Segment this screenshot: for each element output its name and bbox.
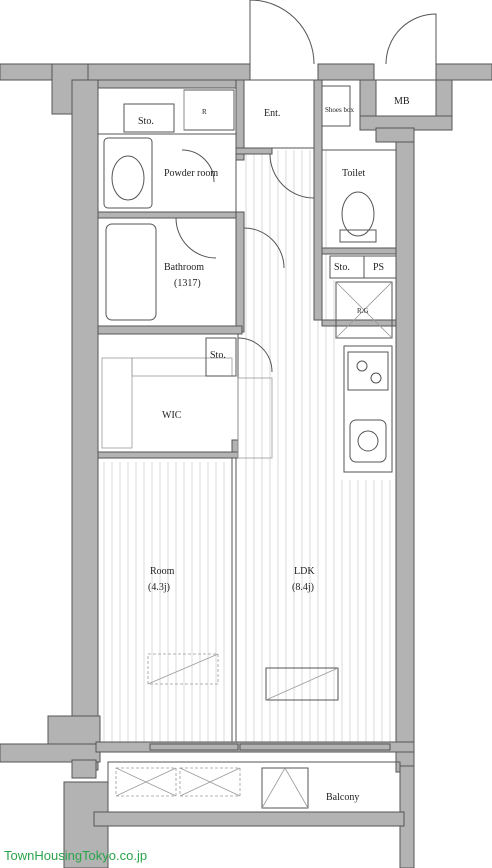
toilet-tank: [339, 229, 377, 243]
label-ps: PS: [373, 262, 384, 273]
label-toilet: Toilet: [342, 168, 365, 179]
ac-unit-1: [115, 767, 177, 797]
front-door: [249, 0, 315, 65]
bathtub: [105, 223, 157, 321]
label-powder-room: Powder room: [164, 168, 218, 179]
storage-mid-box: [205, 337, 237, 377]
bath-door: [175, 217, 217, 259]
escape-hatch: [261, 767, 309, 809]
sink-basin: [357, 430, 379, 452]
ps-box: [363, 255, 397, 279]
toilet-bowl: [341, 191, 375, 237]
label-room: Room: [150, 566, 175, 577]
ldk-storage-mark: [265, 667, 339, 701]
label-shoes: Shoes box: [325, 106, 354, 114]
label-bathroom: Bathroom: [164, 262, 204, 273]
label-bathroom-size: (1317): [174, 278, 201, 289]
label-storage-mid: Sto.: [210, 350, 226, 361]
ac-unit-2: [179, 767, 241, 797]
powder-room: [97, 133, 237, 213]
wic-shelf-left: [101, 357, 133, 449]
label-wic: WIC: [162, 410, 182, 421]
label-storage-top: Sto.: [138, 116, 154, 127]
wic-shelf-top: [131, 357, 233, 377]
burner-1: [356, 360, 368, 372]
kitchen-counter: [343, 345, 393, 473]
watermark: TownHousingTokyo.co.jp: [4, 848, 147, 863]
label-mb: MB: [394, 96, 410, 107]
interior-walls: [97, 79, 397, 459]
label-room-size: (4.3j): [148, 582, 170, 593]
toilet-room: [321, 149, 397, 249]
refrigerator-space: [335, 281, 393, 339]
label-refrigerator: R: [202, 108, 207, 116]
mb-closet: [375, 79, 437, 117]
refrigerator-box: [183, 89, 235, 131]
window-ldk: [239, 743, 391, 751]
window-room: [149, 743, 239, 751]
balcony-area: [107, 761, 401, 813]
washbasin-bowl: [111, 155, 145, 201]
outer-walls: [0, 63, 492, 868]
stove: [347, 351, 389, 391]
label-refrigerator-space: R.G: [357, 307, 368, 315]
bathroom-room: [97, 217, 237, 327]
ldk-door: [243, 227, 285, 269]
kitchen-sink: [349, 419, 387, 463]
storage-mid-door: [237, 337, 273, 373]
folding-door: [237, 377, 273, 459]
washbasin: [103, 137, 153, 209]
entrance-area: [243, 79, 315, 149]
label-ldk-size: (8.4j): [292, 582, 314, 593]
storage-top: [123, 103, 175, 133]
label-balcony: Balcony: [326, 792, 359, 803]
room-floor-stripes: [103, 462, 225, 742]
room-storage-mark: [147, 653, 219, 685]
label-storage-right: Sto.: [334, 262, 350, 273]
label-entrance: Ent.: [264, 108, 280, 119]
burner-2: [370, 372, 382, 384]
mb-door: [385, 13, 437, 65]
toilet-door: [269, 153, 315, 199]
powder-door: [181, 149, 215, 183]
label-ldk: LDK: [294, 566, 315, 577]
shoes-box: [321, 85, 351, 127]
